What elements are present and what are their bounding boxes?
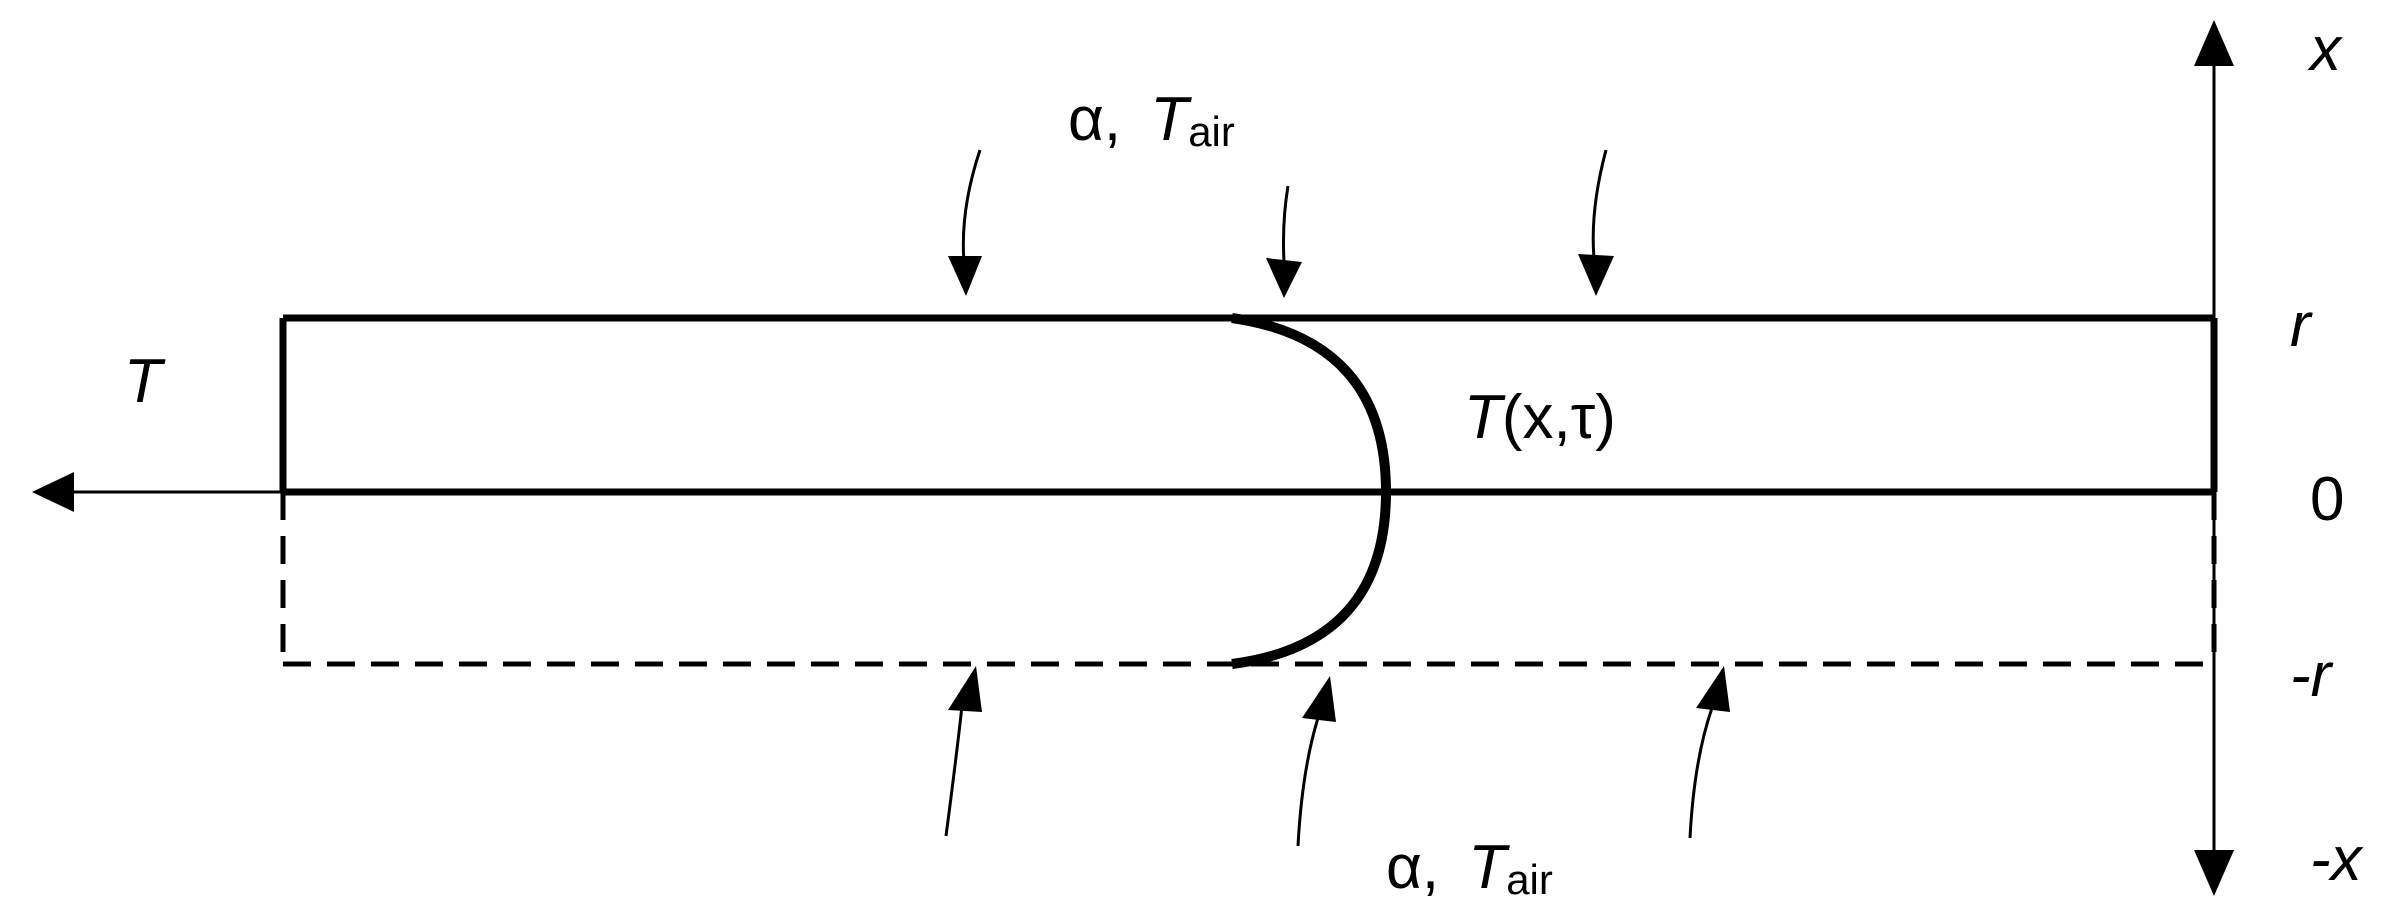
bottom-ambient-label: α, Tair	[1386, 833, 1553, 903]
top-ambient-label: α, Tair	[1068, 85, 1235, 155]
x-axis-arrow-up	[2194, 20, 2234, 66]
heat-flux-arrow-top-3	[1578, 149, 1614, 296]
tension-arrow-head	[32, 472, 74, 512]
heat-flux-arrow-bottom-3	[1688, 666, 1730, 839]
heat-flux-arrow-top-2	[1266, 185, 1302, 298]
axis-neg-x-label: -x	[2310, 825, 2364, 894]
temperature-field-label: T(x,τ)	[1464, 383, 1616, 452]
axis-neg-r-label: -r	[2290, 641, 2334, 710]
tension-label: T	[124, 347, 166, 416]
heat-flux-arrow-bottom-2	[1296, 676, 1336, 847]
axis-x-label: x	[2307, 15, 2343, 84]
heat-flux-arrow-top-1	[948, 149, 982, 296]
x-axis-arrow-down	[2194, 850, 2234, 896]
axis-r-label: r	[2290, 291, 2313, 360]
temperature-profile-curve	[1231, 313, 1392, 669]
heat-flux-arrow-bottom-1	[944, 666, 982, 837]
axis-zero-label: 0	[2310, 465, 2344, 534]
